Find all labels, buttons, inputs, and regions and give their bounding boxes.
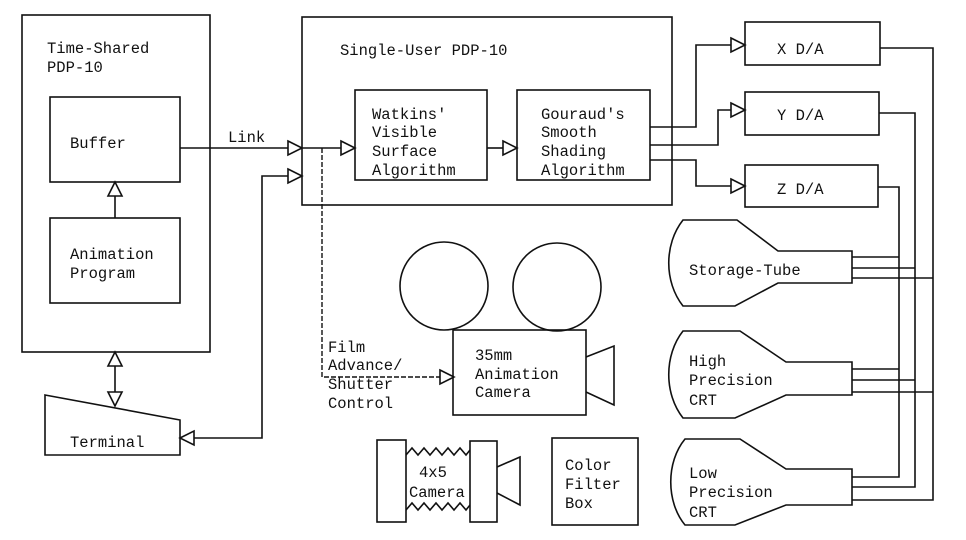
camera-4x5-label-2: Camera [409, 484, 465, 502]
y-da-box: Y D/A [744, 91, 880, 136]
film-control-label-4: Control [328, 395, 393, 413]
single-user-label: Single-User PDP-10 [340, 42, 507, 60]
x-da-box: X D/A [744, 21, 881, 66]
time-shared-label: Time-Shared [47, 40, 149, 58]
buffer-box: Buffer [49, 96, 181, 183]
film-control-connection: Film Advance/ Shutter Control [321, 148, 456, 413]
film-reel-icon [512, 242, 602, 332]
gouraud-label-1: Gouraud's [541, 106, 625, 124]
watkins-label-1: Watkins' [372, 106, 446, 124]
gouraud-label-2: Smooth [541, 124, 597, 142]
storage-tube-label: Storage-Tube [689, 262, 801, 280]
time-shared-pdp10-box: Time-Shared PDP-10 [21, 14, 211, 353]
gouraud-algorithm-box: Gouraud's Smooth Shading Algorithm [516, 89, 651, 181]
film-reel-icon [399, 241, 489, 331]
color-filter-label-2: Filter [565, 476, 621, 494]
camera-4x5-label-1: 4x5 [419, 464, 447, 482]
color-filter-box: Color Filter Box [551, 437, 639, 526]
film-control-label-3: Shutter [328, 376, 393, 394]
pdp-terminal-bidirectional-arrow [106, 350, 124, 408]
link-to-watkins-arrow [302, 139, 357, 157]
buffer-label: Buffer [70, 135, 126, 153]
link-connection: Link [180, 129, 304, 157]
watkins-to-gouraud-arrow [487, 139, 519, 157]
high-crt-label-2: Precision [689, 372, 773, 390]
high-precision-crt: High Precision CRT [668, 330, 853, 419]
camera-35mm: 35mm Animation Camera [399, 241, 615, 416]
camera-35mm-label-1: 35mm [475, 347, 512, 365]
camera-35mm-label-3: Camera [475, 384, 531, 402]
link-label: Link [228, 129, 265, 147]
high-crt-label-1: High [689, 353, 726, 371]
film-control-label-1: Film [328, 339, 365, 357]
terminal: Terminal [44, 394, 181, 456]
storage-tube-display: Storage-Tube [667, 219, 853, 307]
low-crt-label-2: Precision [689, 484, 773, 502]
high-crt-label-3: CRT [689, 392, 717, 410]
color-filter-label-1: Color [565, 457, 612, 475]
program-to-buffer-arrow [106, 180, 124, 218]
terminal-connection [178, 167, 304, 447]
animation-program-box: Animation Program [49, 217, 181, 304]
animation-program-label: Animation [70, 246, 154, 264]
low-crt-label-1: Low [689, 465, 718, 483]
watkins-label-2: Visible [372, 124, 437, 142]
time-shared-label-2: PDP-10 [47, 59, 103, 77]
terminal-label: Terminal [70, 434, 144, 452]
y-da-label: Y D/A [777, 107, 824, 125]
watkins-label-4: Algorithm [372, 162, 456, 180]
z-da-label: Z D/A [777, 181, 824, 199]
color-filter-label-3: Box [565, 495, 593, 513]
gouraud-to-z-da-arrow [650, 159, 747, 195]
gouraud-label-3: Shading [541, 143, 606, 161]
camera-lens-icon [496, 455, 521, 507]
low-crt-label-3: CRT [689, 504, 717, 522]
x-da-label: X D/A [777, 41, 824, 59]
da-output-wires [852, 47, 934, 501]
gouraud-to-y-da-arrow [650, 101, 747, 146]
watkins-label-3: Surface [372, 143, 437, 161]
camera-4x5: 4x5 Camera [376, 439, 521, 523]
single-user-pdp10-box: Single-User PDP-10 [301, 16, 673, 206]
gouraud-label-4: Algorithm [541, 162, 625, 180]
film-control-label-2: Advance/ [328, 357, 402, 375]
z-da-box: Z D/A [744, 164, 879, 208]
animation-program-label-2: Program [70, 265, 135, 283]
watkins-algorithm-box: Watkins' Visible Surface Algorithm [354, 89, 488, 181]
camera-35mm-label-2: Animation [475, 366, 559, 384]
gouraud-to-x-da-arrow [650, 36, 747, 128]
low-precision-crt: Low Precision CRT [669, 438, 853, 526]
camera-lens-icon [585, 344, 615, 407]
